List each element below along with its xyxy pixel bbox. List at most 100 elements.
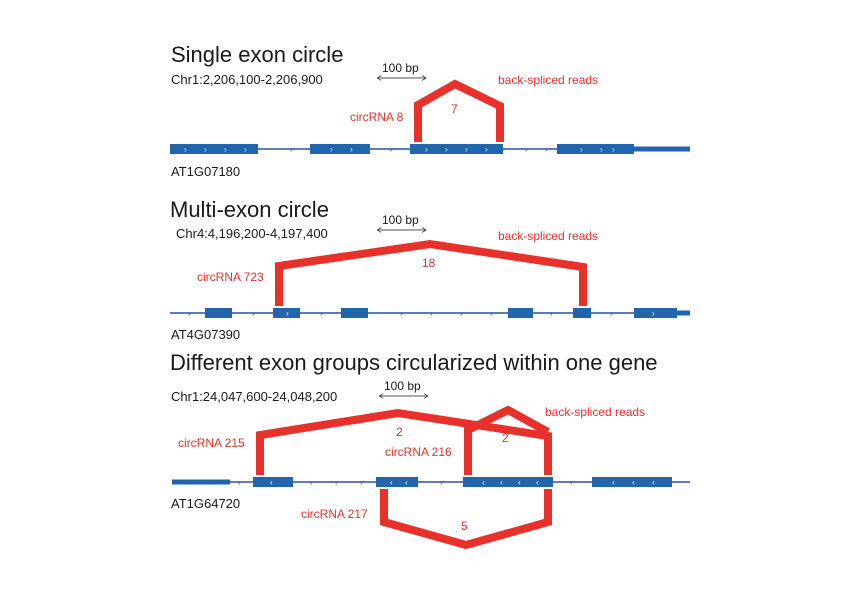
utr	[634, 146, 690, 152]
exon	[170, 144, 258, 154]
svg-text:›: ›	[350, 145, 353, 154]
exon	[205, 308, 232, 318]
svg-text:‹: ‹	[570, 478, 573, 487]
read-count: 7	[451, 102, 458, 116]
svg-text:‹: ‹	[652, 478, 655, 487]
svg-text:›: ›	[286, 309, 289, 318]
exon	[557, 144, 634, 154]
svg-text:›: ›	[390, 145, 393, 154]
strand-arrows: ‹ ‹ ‹ ‹ ‹ ‹ ‹ ‹ ‹ ‹	[270, 478, 655, 487]
exon	[463, 477, 553, 487]
exon	[376, 477, 418, 487]
exon	[634, 308, 677, 318]
panel-single-exon: Single exon circle Chr1:2,206,100-2,206,…	[170, 42, 690, 179]
scale-bar: 100 bp	[380, 379, 428, 396]
svg-text:›: ›	[525, 145, 528, 154]
scale-bar: 100 bp	[378, 213, 426, 230]
circrna-label: circRNA 217	[301, 507, 368, 521]
gene-model: ›› ›››› ›››› ›	[170, 308, 690, 318]
svg-text:‹: ‹	[238, 478, 241, 487]
svg-text:›: ›	[445, 145, 448, 154]
read-count: 2	[502, 431, 509, 445]
panel-coords: Chr4:4,196,200-4,197,400	[176, 226, 328, 241]
svg-text:›: ›	[400, 309, 403, 318]
circrna-label: circRNA 723	[197, 270, 264, 284]
svg-text:‹: ‹	[632, 478, 635, 487]
exon	[508, 308, 533, 318]
read-count: 5	[461, 519, 468, 533]
gene-id: AT1G07180	[171, 164, 240, 179]
svg-text:‹: ‹	[482, 478, 485, 487]
svg-text:›: ›	[545, 145, 548, 154]
svg-text:‹: ‹	[335, 478, 338, 487]
panel-title: Single exon circle	[171, 42, 343, 67]
svg-text:›: ›	[612, 145, 615, 154]
scale-bar: 100 bp	[378, 61, 426, 78]
svg-text:›: ›	[244, 145, 247, 154]
svg-text:›: ›	[490, 309, 493, 318]
svg-text:›: ›	[320, 309, 323, 318]
exon	[253, 477, 293, 487]
scale-label: 100 bp	[382, 213, 419, 227]
panel-title: Different exon groups circularized withi…	[170, 350, 658, 375]
back-splice-arc-216	[464, 405, 550, 475]
svg-text:‹: ‹	[518, 478, 521, 487]
svg-text:‹: ‹	[360, 478, 363, 487]
svg-text:›: ›	[188, 309, 191, 318]
gene-model: › › › › › › › › › › › › › › › › ›	[170, 144, 690, 154]
gene-model: ‹ ‹ ‹ ‹ ‹ ‹ ‹ ‹ ‹ ‹ ‹ ‹ ‹ ‹ ‹ ‹	[172, 477, 690, 487]
svg-text:›: ›	[425, 145, 428, 154]
reads-label: back-spliced reads	[545, 405, 645, 419]
exon	[273, 308, 300, 318]
svg-text:›: ›	[330, 145, 333, 154]
svg-text:›: ›	[204, 145, 207, 154]
back-splice-arc	[275, 239, 587, 306]
read-count: 2	[396, 425, 403, 439]
svg-text:›: ›	[252, 309, 255, 318]
svg-text:‹: ‹	[500, 478, 503, 487]
svg-text:›: ›	[652, 309, 655, 318]
circrna-label: circRNA 8	[350, 110, 404, 124]
svg-text:›: ›	[430, 309, 433, 318]
circrna-label: circRNA 216	[385, 445, 452, 459]
utr	[677, 310, 690, 316]
strand-arrows: › › › › › › › › › › › › ›	[184, 145, 615, 154]
back-splice-arc	[414, 79, 504, 142]
panel-title: Multi-exon circle	[170, 197, 329, 222]
strand-arrows: ››	[286, 309, 655, 318]
gene-id: AT4G07390	[171, 327, 240, 342]
svg-text:‹: ‹	[270, 478, 273, 487]
exon	[592, 477, 672, 487]
panel-coords: Chr1:24,047,600-24,048,200	[171, 389, 337, 404]
svg-text:›: ›	[485, 145, 488, 154]
svg-text:‹: ‹	[536, 478, 539, 487]
scale-label: 100 bp	[384, 379, 421, 393]
exon	[310, 144, 370, 154]
reads-label: back-spliced reads	[498, 229, 598, 243]
svg-text:‹: ‹	[612, 478, 615, 487]
svg-text:‹: ‹	[440, 478, 443, 487]
svg-text:›: ›	[460, 309, 463, 318]
back-splice-arc-217	[380, 489, 552, 550]
svg-text:›: ›	[550, 309, 553, 318]
read-count: 18	[422, 256, 436, 270]
panel-different-groups: Different exon groups circularized withi…	[170, 350, 690, 550]
svg-text:›: ›	[610, 309, 613, 318]
svg-text:›: ›	[580, 145, 583, 154]
circrna-label: circRNA 215	[178, 436, 245, 450]
gene-id: AT1G64720	[171, 496, 240, 511]
exon	[573, 308, 591, 318]
svg-text:›: ›	[290, 145, 293, 154]
svg-text:›: ›	[600, 145, 603, 154]
svg-text:‹: ‹	[390, 478, 393, 487]
svg-text:‹: ‹	[405, 478, 408, 487]
svg-text:›: ›	[224, 145, 227, 154]
svg-text:›: ›	[184, 145, 187, 154]
panel-coords: Chr1:2,206,100-2,206,900	[171, 72, 323, 87]
utr	[172, 479, 230, 485]
svg-text:›: ›	[465, 145, 468, 154]
exon	[410, 144, 503, 154]
reads-label: back-spliced reads	[498, 73, 598, 87]
back-splice-arc-215	[256, 408, 552, 475]
